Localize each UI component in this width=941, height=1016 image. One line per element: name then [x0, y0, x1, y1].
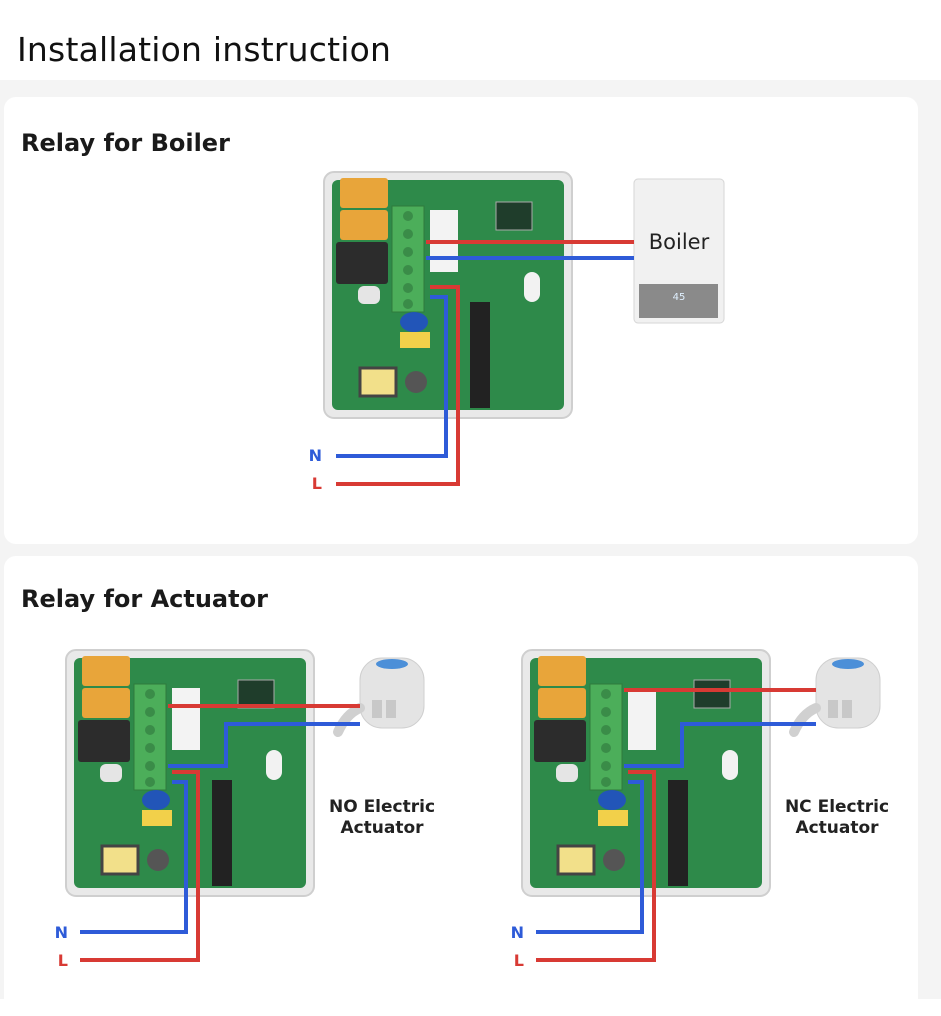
nc-actuator-label-line2: Actuator	[795, 818, 879, 838]
page-title: Installation instruction	[17, 30, 392, 69]
nc-actuator-device	[794, 658, 880, 732]
section-title-actuator: Relay for Actuator	[21, 585, 268, 613]
boiler-neutral-label: N	[309, 446, 322, 465]
section-title-boiler: Relay for Boiler	[21, 129, 230, 157]
nc-actuator-neutral-supply-wire	[536, 780, 644, 934]
no-actuator-label-line1: NO Electric	[329, 797, 435, 817]
boiler-display-value: 45	[673, 292, 686, 303]
no-actuator-device	[338, 658, 424, 732]
no-actuator-neutral-label: N	[55, 923, 68, 942]
boiler-label: Boiler	[649, 230, 710, 254]
no-actuator-neutral-supply-wire	[80, 780, 188, 934]
nc-actuator-label-line1: NC Electric	[785, 797, 889, 817]
no-actuator-neutral-link-wire	[168, 722, 360, 768]
no-actuator-live-label: L	[58, 951, 68, 970]
boiler-live-label: L	[312, 474, 322, 493]
nc-actuator-neutral-label: N	[511, 923, 524, 942]
no-actuator-label-line2: Actuator	[340, 818, 424, 838]
nc-actuator-neutral-link-wire	[624, 722, 816, 768]
boiler-neutral-supply-wire	[336, 295, 448, 458]
no-actuator-live-supply-wire	[80, 770, 200, 962]
nc-actuator-live-label: L	[514, 951, 524, 970]
boiler-live-supply-wire	[336, 285, 460, 486]
boiler-unit: 45 Boiler	[633, 178, 725, 324]
nc-actuator-live-supply-wire	[536, 770, 656, 962]
